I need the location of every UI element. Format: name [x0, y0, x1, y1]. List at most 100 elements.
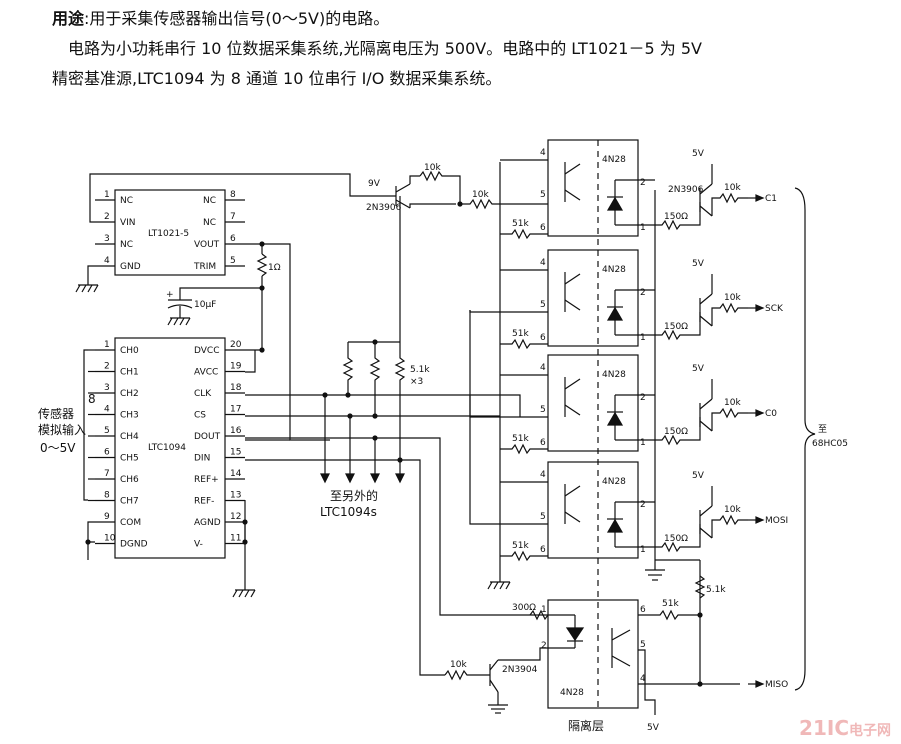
ground-symbol-ref [75, 284, 99, 293]
svg-text:5: 5 [540, 405, 546, 415]
ltc1094-pin-4-label: CH3 [120, 411, 139, 421]
opto-body [547, 461, 639, 559]
lt1021-pin-6-label: VOUT [194, 240, 220, 250]
ltc1094-pin-14-label: REF+ [194, 475, 219, 485]
r10k-out-label: 10k [724, 505, 741, 515]
ltc1094-pin-11-num: 11 [230, 534, 241, 544]
lt1021-body [114, 189, 226, 276]
r10k-top-label: 10k [424, 163, 441, 173]
ltc1094-pin-20-label: DVCC [194, 346, 220, 356]
ltc1094-pin-7-label: CH6 [120, 475, 139, 485]
ground-symbol-right [645, 569, 665, 581]
svg-text:2: 2 [640, 500, 646, 510]
lt1021-pin-7-num: 7 [230, 212, 236, 222]
q-top-label: 2N3906 [366, 203, 402, 213]
npn-transistor-bottom [489, 659, 499, 693]
svg-text:4: 4 [540, 363, 546, 373]
sensor-label-3: 0～5V [40, 441, 76, 455]
ltc1094-pin-5-num: 5 [104, 426, 110, 436]
svg-text:4: 4 [540, 470, 546, 480]
ltc1094-pin-18-num: 18 [230, 383, 242, 393]
mcu-brace [794, 187, 816, 691]
ltc1094-pin-16-label: DOUT [194, 432, 221, 442]
r10k-out-label: 10k [724, 183, 741, 193]
opto-miso-body [547, 599, 639, 709]
description-text: 用途:用于采集传感器输出信号(0～5V)的电路。 电路为小功耗串行 10 位数据… [52, 4, 892, 94]
ltc1094-pin-1-label: CH0 [120, 346, 139, 356]
q-out-label: 2N3906 [668, 185, 704, 195]
svg-text:1: 1 [541, 605, 547, 615]
lt1021-pin-5-num: 5 [230, 256, 236, 266]
ltc1094-pin-14-num: 14 [230, 469, 242, 479]
ltc1094-pin-1-num: 1 [104, 340, 110, 350]
output-miso: MISO [748, 680, 788, 690]
svg-text:6: 6 [540, 333, 546, 343]
ltc1094-pin-2-num: 2 [104, 362, 110, 372]
sensor-label-2: 模拟输入 [38, 422, 86, 437]
opto-miso-label: 4N28 [560, 688, 584, 698]
ltc1094-pin-9-num: 9 [104, 512, 110, 522]
dout-line [245, 437, 540, 616]
r300-label: 300Ω [512, 603, 536, 613]
r10k-out-label: 10k [724, 398, 741, 408]
svg-text:4: 4 [540, 148, 546, 158]
pullup-resistors [342, 342, 406, 460]
v5-label: 5V [692, 259, 705, 269]
opto-label: 4N28 [602, 370, 626, 380]
lt1021-pin-1-num: 1 [104, 190, 110, 200]
r150-label: 150Ω [664, 212, 688, 222]
ltc1094-pin-10-num: 10 [104, 534, 116, 544]
svg-text:2: 2 [640, 178, 646, 188]
ltc1094-pin-4-num: 4 [104, 405, 110, 415]
description-line-2: 电路为小功耗串行 10 位数据采集系统,光隔离电压为 500V。电路中的 LT1… [68, 39, 702, 58]
ltc1094-pin-2-label: CH1 [120, 368, 139, 378]
purpose-text: :用于采集传感器输出信号(0～5V)的电路。 [84, 9, 390, 28]
output-label-sck: SCK [765, 304, 784, 314]
lt1021-pin-4-num: 4 [104, 256, 110, 266]
lt1021-pin-1-label: NC [120, 196, 133, 206]
lt1021-pin-3-num: 3 [104, 234, 110, 244]
svg-text:1: 1 [640, 438, 646, 448]
svg-text:6: 6 [540, 223, 546, 233]
r150-label: 150Ω [664, 534, 688, 544]
pnp-transistor-top [395, 183, 411, 209]
svg-text:5: 5 [540, 512, 546, 522]
pullup-count: ×3 [410, 377, 423, 387]
output-c1: C1 [748, 194, 777, 204]
v5-label: 5V [692, 149, 705, 159]
ltc1094-pin-3-num: 3 [104, 383, 110, 393]
ltc1094-pin-20-num: 20 [230, 340, 242, 350]
site-watermark: 21IC电子网 [799, 716, 891, 740]
lt1021-pin-2-label: VIN [120, 218, 136, 228]
cap-label: 10µF [194, 300, 216, 310]
svg-text:2: 2 [541, 641, 547, 651]
opto-body [547, 354, 639, 452]
ltc1094-pin-10-label: DGND [120, 540, 148, 550]
ltc1094-pin-18-label: CLK [194, 389, 212, 399]
ltc1094-pin-7-num: 7 [104, 469, 110, 479]
ground-symbol-rail [487, 581, 511, 590]
lt1021-name: LT1021-5 [148, 229, 189, 239]
v5-label: 5V [692, 471, 705, 481]
svg-text:1: 1 [640, 545, 646, 555]
svg-text:5: 5 [640, 640, 646, 650]
ltc1094-name: LTC1094 [148, 443, 186, 453]
svg-text:+: + [166, 290, 174, 300]
ltc1094-pin-15-num: 15 [230, 448, 241, 458]
opto-label: 4N28 [602, 265, 626, 275]
r-1ohm-label: 1Ω [268, 263, 281, 273]
ltc1094-body [114, 337, 226, 559]
ltc1094-pin-17-num: 17 [230, 405, 241, 415]
ltc1094-pin-15-label: DIN [194, 454, 210, 464]
isolation-label: 隔离层 [568, 718, 604, 733]
q-bottom-label: 2N3904 [502, 665, 538, 675]
r51k-label: 51k [512, 219, 529, 229]
lt1021-pin-3-label: NC [120, 240, 133, 250]
lt1021-pin-8-num: 8 [230, 190, 236, 200]
to-mcu-label-1: 至 [818, 424, 827, 435]
ltc1094-pin-12-label: AGND [194, 518, 221, 528]
r51k-label: 51k [512, 434, 529, 444]
svg-text:5: 5 [540, 300, 546, 310]
to-other-adcs-arrows [320, 395, 405, 484]
v5-bottom-label: 5V [647, 723, 660, 733]
